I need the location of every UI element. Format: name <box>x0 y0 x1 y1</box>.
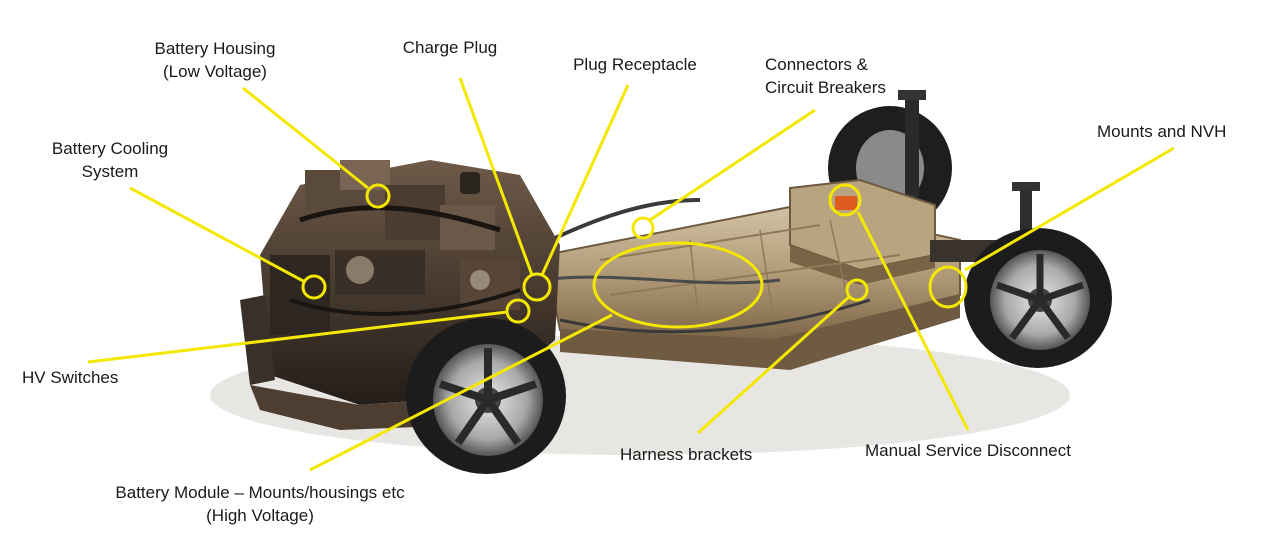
hv-switches-marker <box>505 298 531 324</box>
charge-plug-marker <box>522 272 552 302</box>
mounts-nvh-marker <box>928 265 968 309</box>
battery-housing-leader <box>242 86 369 190</box>
connectors-leader <box>649 108 816 222</box>
battery-pack <box>529 178 961 370</box>
harness-brackets-marker <box>845 278 869 302</box>
battery-module-marker <box>592 241 764 329</box>
rear-near-wheel <box>964 228 1112 368</box>
battery-cooling-marker <box>301 274 327 300</box>
plug-receptacle-leader <box>540 84 630 276</box>
manual-service-label: Manual Service Disconnect <box>865 441 1071 460</box>
charge-plug-leader <box>458 77 534 276</box>
connectors-marker <box>631 216 655 240</box>
chassis-illustration <box>210 90 1112 474</box>
battery-module-leader <box>309 313 613 472</box>
charge-plug-label: Charge Plug <box>402 38 498 57</box>
battery-module-label: Battery Module – Mounts/housings etc (Hi… <box>115 483 405 525</box>
hv-switches-label: HV Switches <box>22 368 119 387</box>
harness-brackets-leader <box>696 294 852 435</box>
battery-cooling-leader <box>129 186 306 284</box>
manual-service-marker <box>828 183 862 217</box>
battery-housing-marker <box>365 183 391 209</box>
harness-brackets-label: Harness brackets <box>620 445 753 464</box>
plug-receptacle-label: Plug Receptacle <box>573 55 697 74</box>
connectors-label: Connectors & Circuit Breakers <box>765 55 886 97</box>
mounts-nvh-label: Mounts and NVH <box>1097 122 1227 141</box>
manual-service-leader <box>856 211 970 431</box>
callouts <box>87 77 1175 472</box>
front-near-wheel <box>406 318 566 474</box>
battery-cooling-label: Battery Cooling System <box>51 139 169 181</box>
battery-housing-label: Battery Housing (Low Voltage) <box>154 39 276 81</box>
hv-switches-leader <box>87 310 508 364</box>
mounts-nvh-leader <box>964 146 1175 272</box>
